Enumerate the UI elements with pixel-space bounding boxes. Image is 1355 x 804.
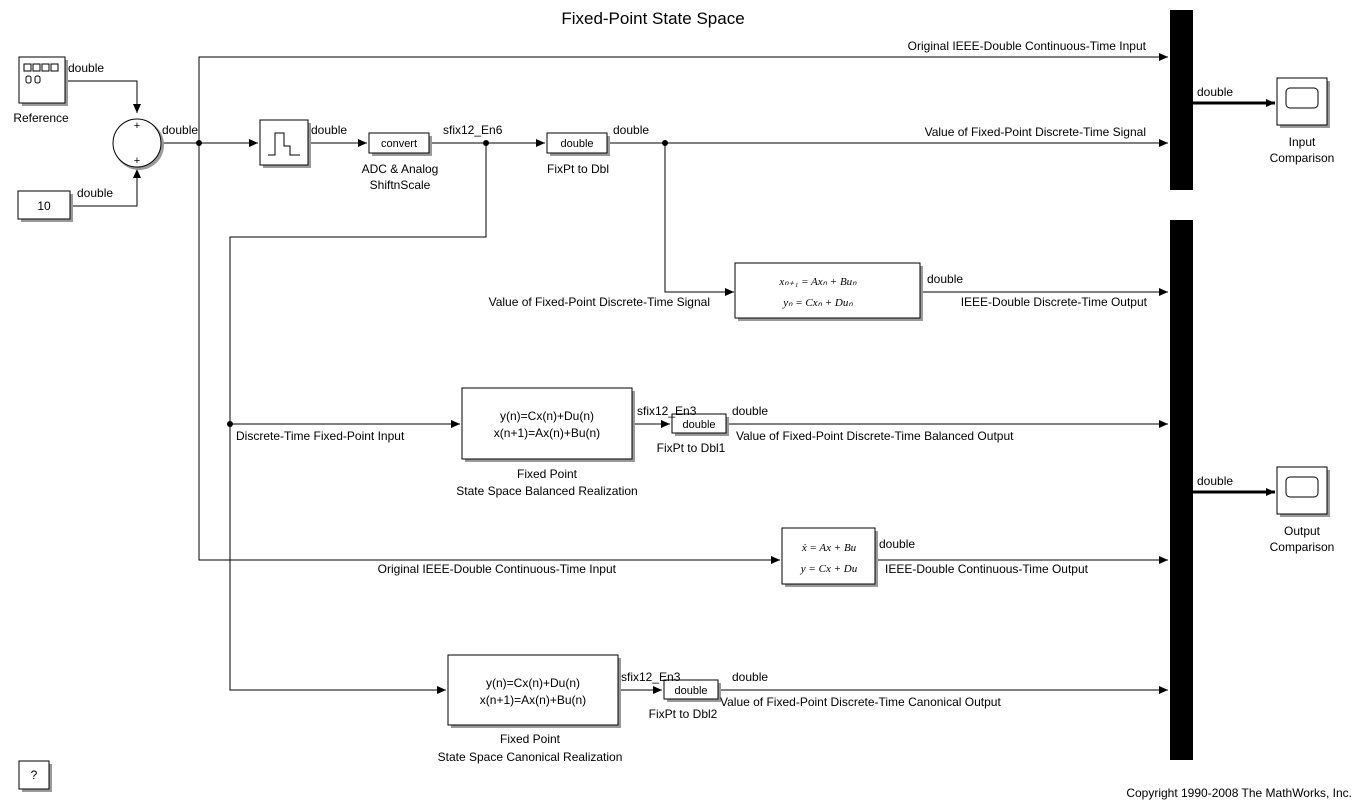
to-discrete-ss-line[interactable]: [664, 143, 734, 296]
help-text: ?: [31, 768, 38, 782]
signal-label-continuous-out: double: [879, 537, 915, 551]
signal-builder-icon: [23, 63, 59, 84]
fixpt-to-dbl2-text: double: [674, 685, 707, 697]
constant-block[interactable]: 10: [17, 190, 73, 222]
sum-block[interactable]: + +: [112, 118, 164, 170]
ref-to-sum-line[interactable]: [67, 80, 141, 113]
input-scope-block[interactable]: [1276, 77, 1330, 128]
canonical-eq1: y(n)=Cx(n)+Du(n): [486, 676, 580, 690]
signal-label-fixpt-signal-top: Value of Fixed-Point Discrete-Time Signa…: [925, 125, 1146, 139]
signal-label-discrete-ss-in: Value of Fixed-Point Discrete-Time Signa…: [489, 295, 710, 309]
fixpt-to-dbl-label: FixPt to Dbl: [547, 162, 609, 176]
convert-block[interactable]: convert: [368, 132, 432, 156]
signal-label-dbl2-out: double: [732, 670, 768, 684]
continuous-ss-eq1: ẋ = Ax + Bu: [801, 542, 857, 554]
signal-label-balanced-in: Discrete-Time Fixed-Point Input: [236, 429, 405, 443]
sum-plus-top: +: [134, 120, 140, 132]
signal-label-canonical-out: sfix12_En3: [621, 670, 681, 684]
signal-label-canonical-label: Value of Fixed-Point Discrete-Time Canon…: [720, 695, 1001, 709]
sum-plus-bottom: +: [134, 155, 140, 167]
signal-label-mux1-out: double: [1197, 85, 1233, 99]
canonical-realization-block[interactable]: y(n)=Cx(n)+Du(n) x(n+1)=Ax(n)+Bu(n): [447, 654, 621, 728]
signal-label-sum-out: double: [162, 123, 198, 137]
zero-order-hold-block[interactable]: [259, 119, 311, 168]
balanced-label-line1: Fixed Point: [517, 467, 578, 481]
output-mux-block[interactable]: [1170, 220, 1193, 760]
canonical-label-line2: State Space Canonical Realization: [438, 750, 623, 764]
fixpt-to-dbl2-block[interactable]: double: [663, 679, 721, 702]
constant-value: 10: [37, 199, 51, 213]
balanced-eq1: y(n)=Cx(n)+Du(n): [500, 409, 594, 423]
continuous-ss-eq2: y = Cx + Du: [800, 563, 858, 575]
discrete-ss-eq1: xₙ₊₁ = Axₙ + Buₙ: [778, 276, 857, 288]
const-to-sum-line[interactable]: [73, 169, 141, 207]
zoh-icon: [268, 132, 300, 156]
scope-icon: [1285, 87, 1319, 109]
fixpt-to-dbl1-block[interactable]: double: [671, 413, 729, 436]
signal-lines: [67, 53, 1275, 694]
fixpt-to-dbl-block[interactable]: double: [546, 132, 610, 156]
signal-label-mux2-out: double: [1197, 474, 1233, 488]
signal-label-ref-out: double: [68, 61, 104, 75]
fixpt-to-dbl1-text: double: [682, 419, 715, 431]
canonical-label-line1: Fixed Point: [500, 732, 561, 746]
convert-text: convert: [381, 138, 417, 150]
balanced-label-line2: State Space Balanced Realization: [456, 484, 637, 498]
scope-icon: [1285, 476, 1319, 498]
input-mux-block[interactable]: [1170, 10, 1193, 190]
fixpt-to-dbl1-label: FixPt to Dbl1: [657, 441, 726, 455]
signal-label-orig-input-top: Original IEEE-Double Continuous-Time Inp…: [908, 39, 1147, 53]
branch-point: [227, 421, 233, 427]
output-scope-block[interactable]: [1276, 466, 1330, 517]
help-button[interactable]: ?: [18, 760, 52, 792]
signal-label-zoh-out: double: [311, 123, 347, 137]
signal-label-balanced-out: sfix12_En3: [637, 404, 697, 418]
signal-label-const-out: double: [77, 186, 113, 200]
signal-label-balanced-label: Value of Fixed-Point Discrete-Time Balan…: [736, 429, 1014, 443]
signal-label-fixpt-out: double: [613, 123, 649, 137]
input-scope-label-line1: Input: [1289, 135, 1316, 149]
fixed-point-input-line[interactable]: [229, 143, 487, 694]
output-scope-label-line1: Output: [1284, 524, 1321, 538]
balanced-eq2: x(n+1)=Ax(n)+Bu(n): [494, 426, 600, 440]
reference-block[interactable]: [18, 56, 68, 106]
output-scope-label-line2: Comparison: [1270, 540, 1335, 554]
balanced-realization-block[interactable]: y(n)=Cx(n)+Du(n) x(n+1)=Ax(n)+Bu(n): [461, 387, 635, 462]
fixpt-to-dbl-text: double: [560, 138, 593, 150]
orig-input-top-line[interactable]: [198, 53, 1168, 143]
discrete-state-space-block[interactable]: xₙ₊₁ = Axₙ + Buₙ yₙ = Cxₙ + Duₙ: [734, 262, 923, 321]
diagram-title: Fixed-Point State Space: [561, 9, 744, 28]
signal-label-orig-input-bottom: Original IEEE-Double Continuous-Time Inp…: [378, 562, 617, 576]
discrete-ss-eq2: yₙ = Cxₙ + Duₙ: [782, 297, 853, 309]
fixpt-to-dbl2-label: FixPt to Dbl2: [649, 707, 718, 721]
reference-label: Reference: [13, 111, 69, 125]
signal-label-convert-out: sfix12_En6: [443, 123, 503, 137]
signal-label-discrete-ss-out: double: [927, 272, 963, 286]
signal-label-continuous-label: IEEE-Double Continuous-Time Output: [885, 562, 1089, 576]
copyright-text: Copyright 1990-2008 The MathWorks, Inc.: [1126, 786, 1352, 800]
input-scope-label-line2: Comparison: [1270, 151, 1335, 165]
signal-label-dbl1-out: double: [732, 404, 768, 418]
branch-point: [196, 140, 202, 146]
canonical-eq2: x(n+1)=Ax(n)+Bu(n): [480, 693, 586, 707]
signal-label-discrete-ss-label: IEEE-Double Discrete-Time Output: [961, 295, 1148, 309]
convert-label-line2: ShiftnScale: [370, 178, 431, 192]
continuous-state-space-block[interactable]: ẋ = Ax + Bu y = Cx + Du: [781, 527, 878, 587]
orig-input-bottom-line[interactable]: [198, 143, 780, 564]
convert-label-line1: ADC & Analog: [362, 162, 439, 176]
